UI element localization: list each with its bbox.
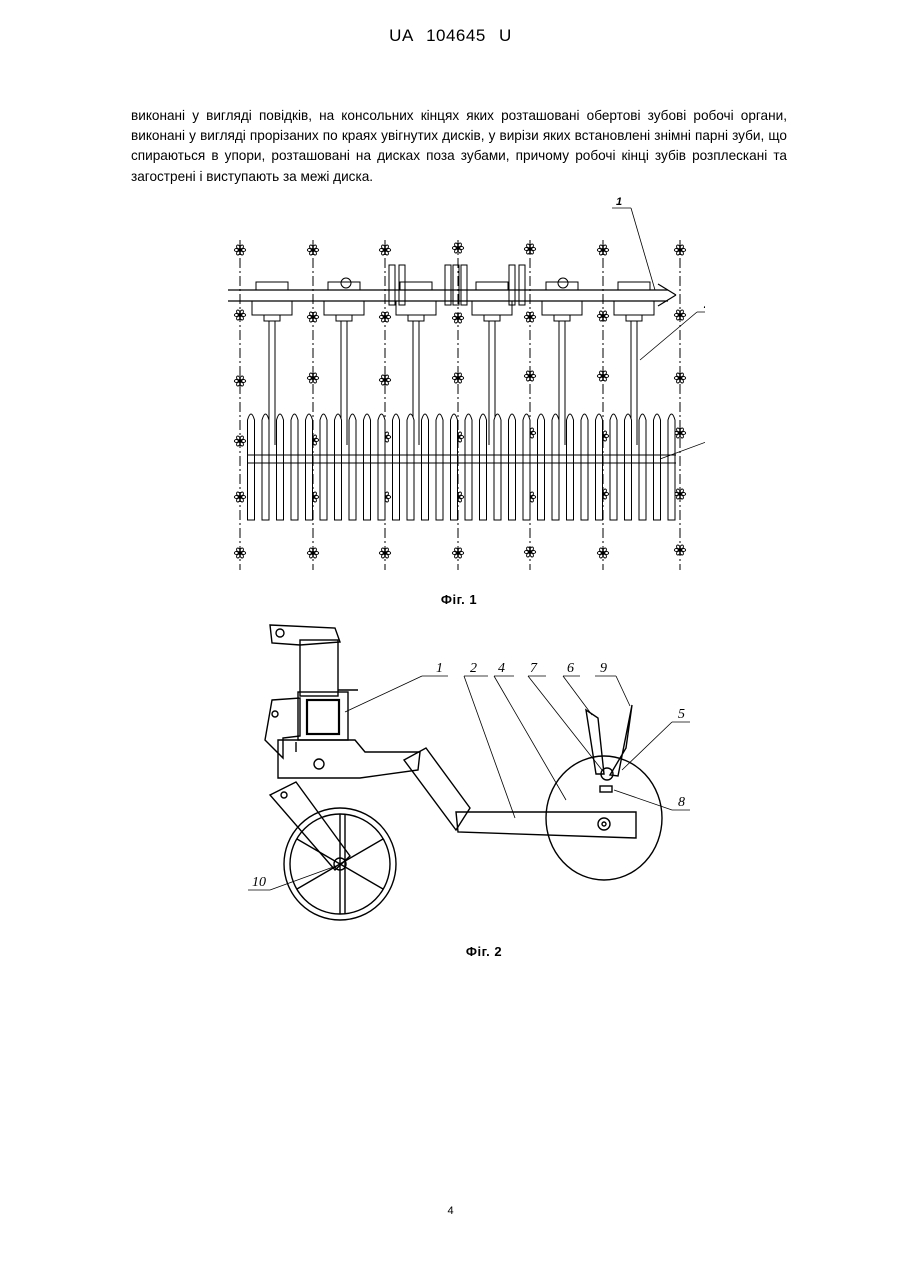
fig2-ref-7: 7: [530, 661, 538, 676]
plant-icon: [597, 547, 608, 558]
plant-icon: [452, 372, 463, 383]
plant-icon: [674, 544, 685, 555]
fig1-ref-2: 2: [703, 299, 705, 311]
plant-icon: [234, 244, 245, 255]
plant-icon: [524, 370, 535, 381]
fig1-ref-1: 1: [616, 196, 622, 208]
plant-icon: [597, 370, 608, 381]
figure-1: 1 2 3: [225, 195, 705, 585]
plant-icon: [379, 374, 390, 385]
plant-icon: [307, 311, 318, 322]
plant-icon: [674, 488, 685, 499]
plant-icon: [307, 244, 318, 255]
plant-icon: [674, 244, 685, 255]
plant-icon: [234, 375, 245, 386]
fig2-ref-6: 6: [567, 661, 574, 676]
plant-icon: [379, 547, 390, 558]
figure-2-caption: Фіг. 2: [424, 944, 544, 959]
document-number: UA 104645 U: [0, 26, 901, 46]
plant-icon: [234, 309, 245, 320]
plant-icon: [307, 547, 318, 558]
fig2-ref-10: 10: [252, 875, 266, 890]
fig2-ref-2: 2: [470, 661, 477, 676]
body-paragraph: виконані у вигляді повідків, на консольн…: [131, 106, 787, 187]
plant-icon: [452, 312, 463, 323]
plant-icon: [379, 244, 390, 255]
fig2-ref-5: 5: [678, 707, 685, 722]
figure-1-caption: Фіг. 1: [399, 592, 519, 607]
fig2-ref-4: 4: [498, 661, 505, 676]
plant-icon: [674, 372, 685, 383]
plant-icon: [674, 309, 685, 320]
plant-icon: [234, 491, 245, 502]
figure-2-drawing: 1 2 4 7 6 9 5 8 10: [240, 615, 700, 935]
plant-icon: [524, 311, 535, 322]
plant-icon: [597, 244, 608, 255]
plant-icon: [452, 242, 463, 253]
plant-icon: [452, 547, 463, 558]
plant-icon: [674, 427, 685, 438]
plant-icon: [234, 435, 245, 446]
plant-icon: [597, 310, 608, 321]
plant-icon: [379, 311, 390, 322]
plant-icon: [234, 547, 245, 558]
page-number: 4: [0, 1205, 901, 1217]
figure-1-drawing: 1 2 3: [225, 195, 705, 585]
plant-icon: [524, 546, 535, 557]
plant-icon: [524, 243, 535, 254]
plant-icon: [307, 372, 318, 383]
fig2-ref-9: 9: [600, 661, 607, 676]
fig2-ref-1: 1: [436, 661, 443, 676]
figure-2: 1 2 4 7 6 9 5 8 10: [240, 615, 700, 935]
fig2-ref-8: 8: [678, 795, 685, 810]
